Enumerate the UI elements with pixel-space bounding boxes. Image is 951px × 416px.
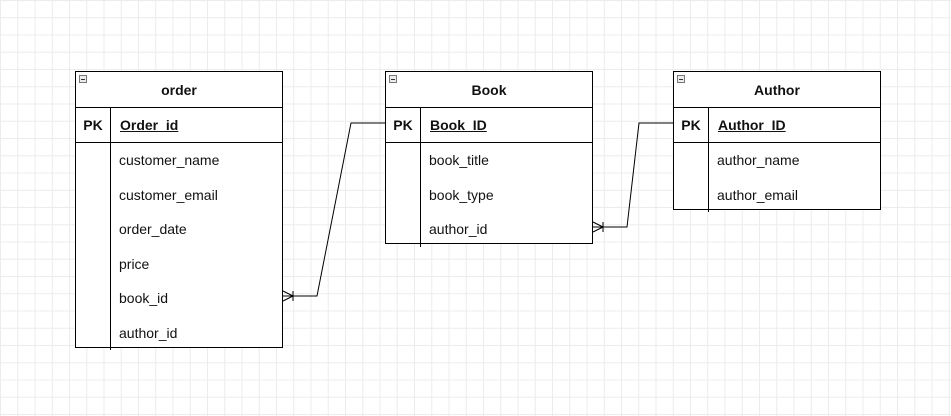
field-row[interactable]: author_email	[717, 186, 798, 203]
entity-book[interactable]: Book PK Book_ID book_title book_type aut…	[385, 71, 593, 247]
crowfoot-many-icon	[592, 226, 604, 233]
crowfoot-many-icon	[592, 221, 604, 228]
collapse-icon[interactable]	[389, 75, 397, 83]
column-divider	[110, 108, 111, 142]
entity-header[interactable]: order	[76, 72, 282, 108]
entity-title: Book	[471, 81, 507, 98]
relationship-order-book[interactable]	[282, 122, 385, 302]
field-list: author_name author_email	[674, 143, 880, 212]
connector-line[interactable]	[283, 122, 385, 297]
column-divider	[708, 108, 709, 142]
crowfoot-many-icon	[282, 290, 294, 297]
field-list: book_title book_type author_id	[386, 143, 592, 247]
field-row[interactable]: book_id	[119, 290, 169, 307]
collapse-icon[interactable]	[79, 75, 87, 83]
pk-field: Book_ID	[430, 117, 487, 133]
pk-field: Author_ID	[718, 117, 786, 133]
entity-order[interactable]: order PK Order_id customer_name customer…	[75, 71, 283, 350]
crowfoot-many-icon	[282, 295, 294, 302]
entity-author[interactable]: Author PK Author_ID author_name author_e…	[673, 71, 881, 212]
pk-label: PK	[393, 117, 413, 133]
primary-key-row[interactable]: PK Author_ID	[674, 108, 880, 143]
column-divider	[708, 143, 709, 212]
connector-line[interactable]	[593, 122, 673, 228]
field-row[interactable]: book_title	[429, 152, 489, 169]
column-divider	[110, 143, 111, 350]
entity-header[interactable]: Author	[674, 72, 880, 108]
pk-label: PK	[681, 117, 701, 133]
entity-title: order	[161, 81, 197, 98]
relationship-book-author[interactable]	[592, 122, 673, 233]
field-row[interactable]: customer_name	[119, 152, 220, 169]
pk-field: Order_id	[120, 117, 179, 133]
field-row[interactable]: author_name	[717, 152, 800, 169]
pk-label: PK	[83, 117, 103, 133]
column-divider	[420, 143, 421, 247]
entity-title: Author	[754, 81, 800, 98]
field-row[interactable]: customer_email	[119, 186, 218, 203]
collapse-icon[interactable]	[677, 75, 685, 83]
primary-key-row[interactable]: PK Order_id	[76, 108, 282, 143]
primary-key-row[interactable]: PK Book_ID	[386, 108, 592, 143]
entity-header[interactable]: Book	[386, 72, 592, 108]
field-row[interactable]: author_id	[429, 221, 488, 238]
field-list: customer_name customer_email order_date …	[76, 143, 282, 350]
field-row[interactable]: author_id	[119, 324, 178, 341]
field-row[interactable]: book_type	[429, 186, 494, 203]
column-divider	[420, 108, 421, 142]
field-row[interactable]: price	[119, 255, 150, 272]
field-row[interactable]: order_date	[119, 221, 187, 238]
